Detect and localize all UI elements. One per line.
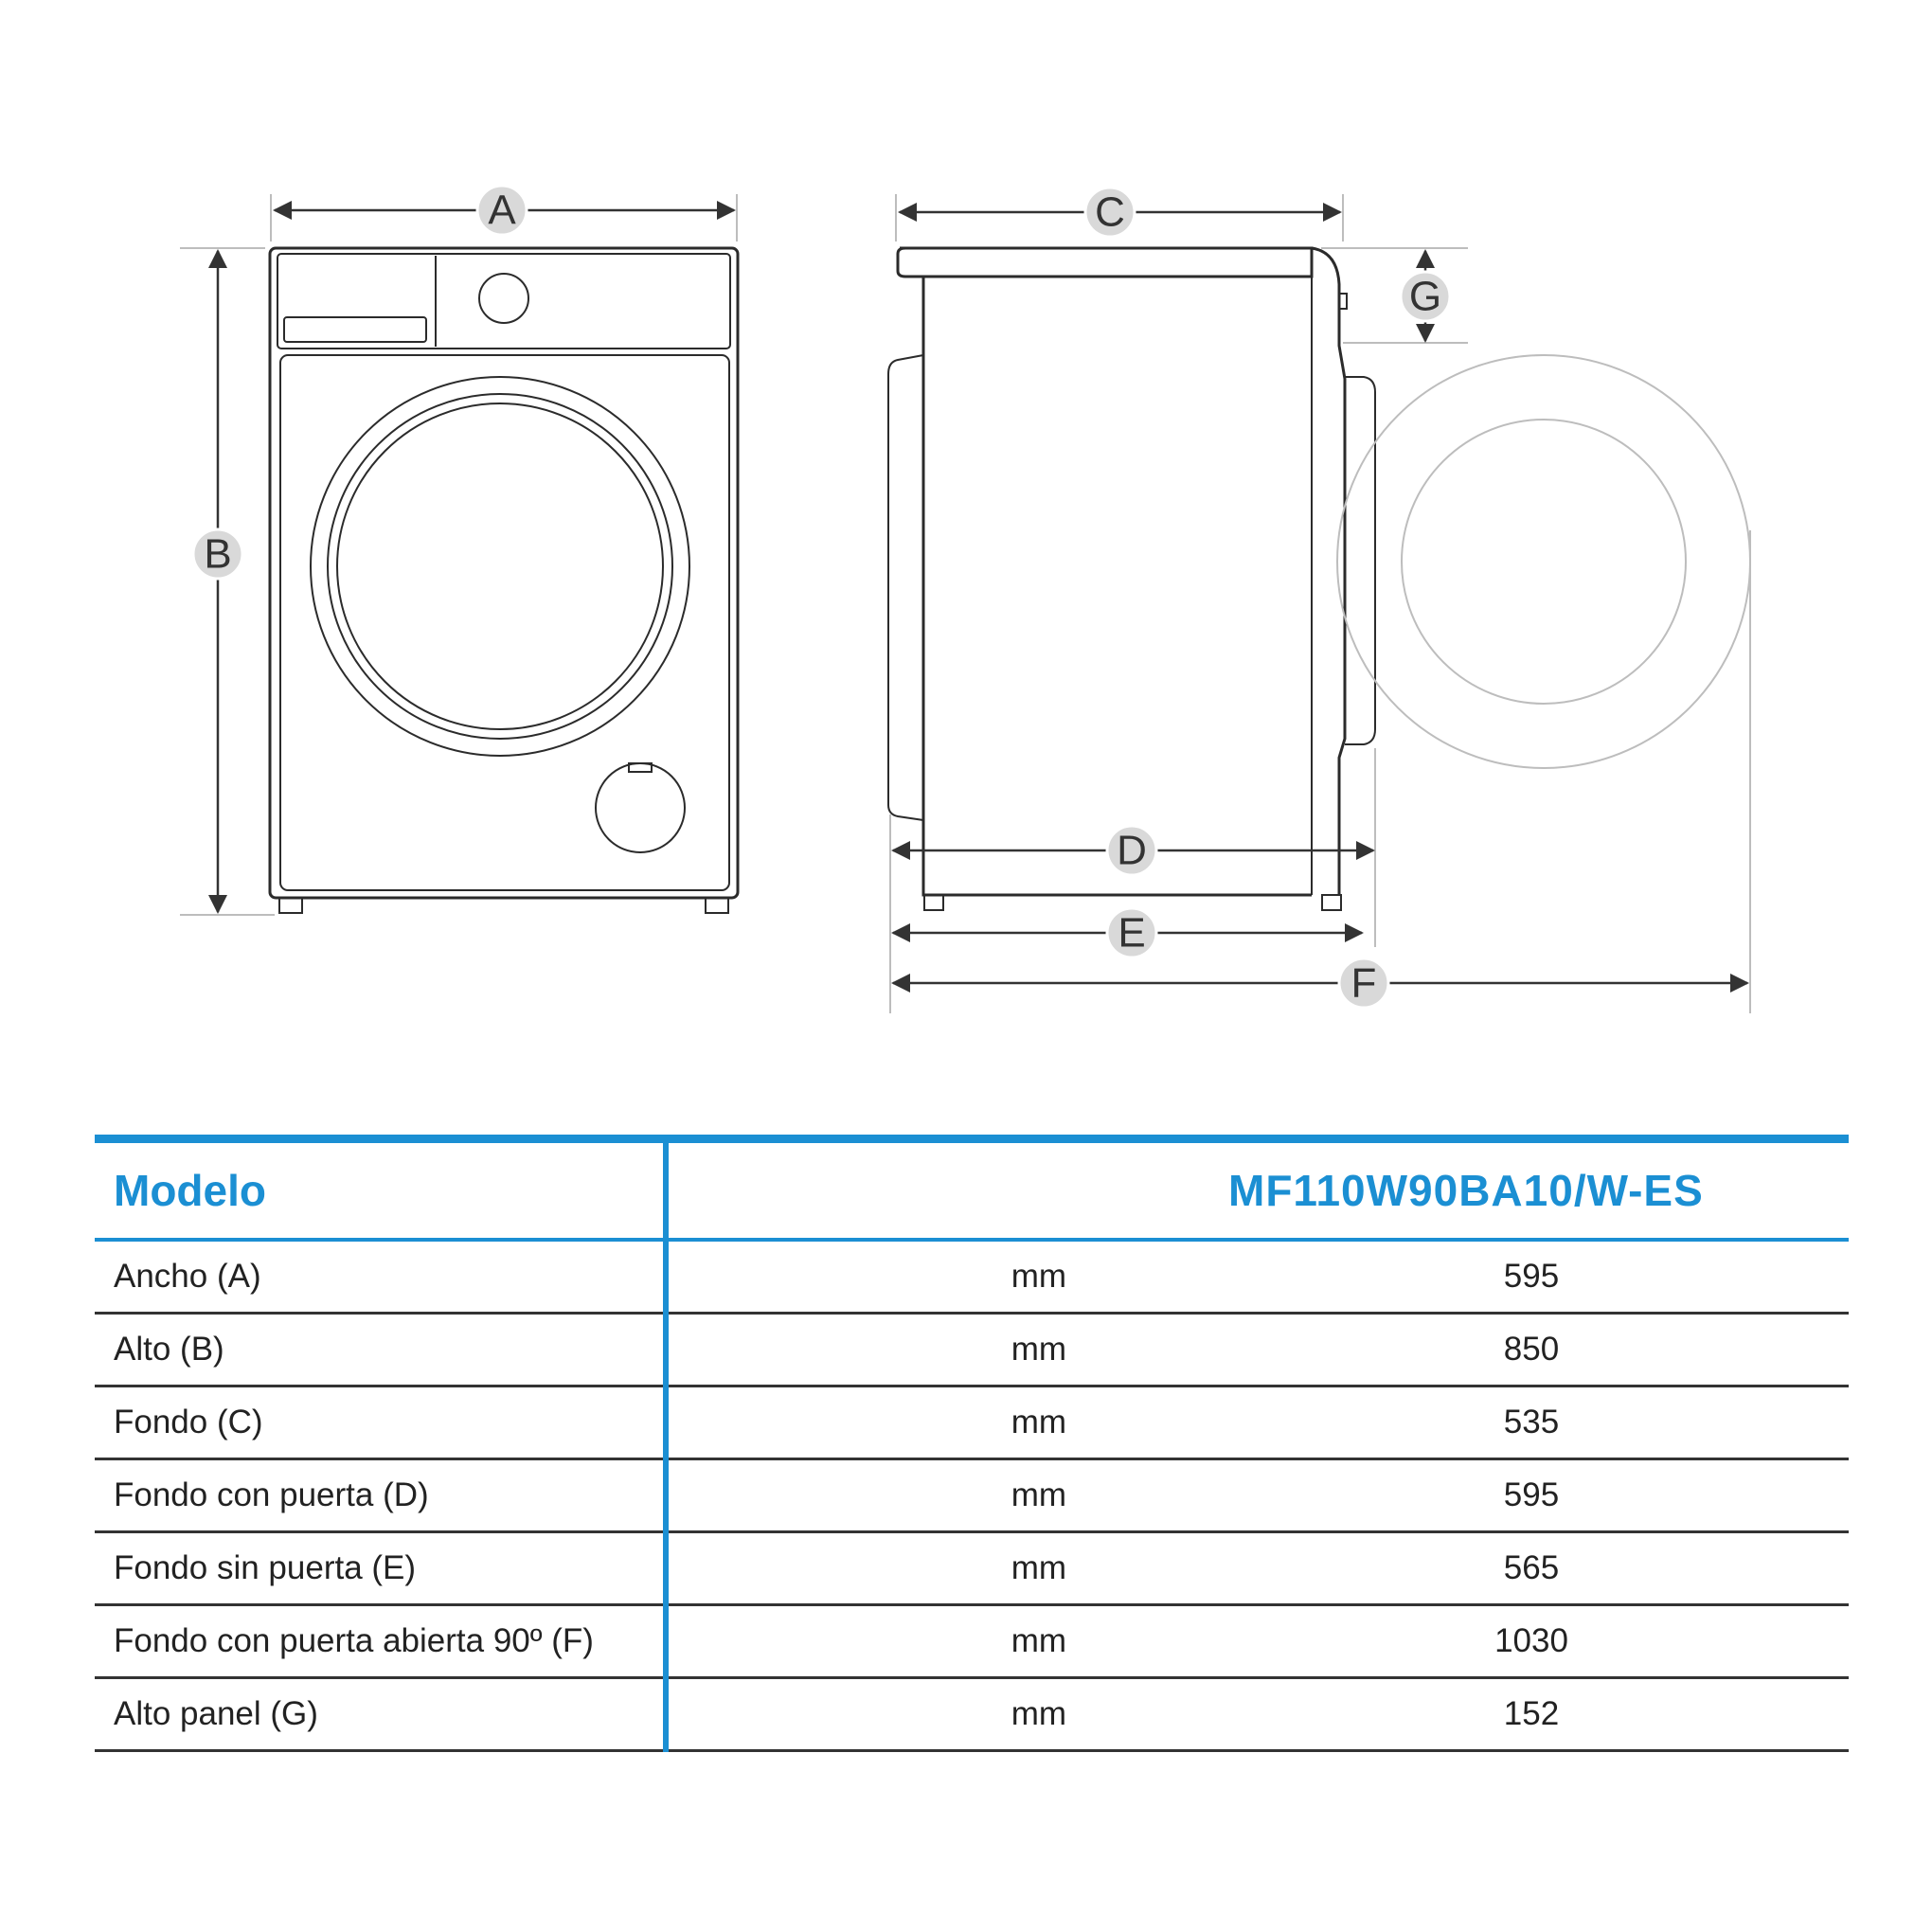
- header-model-label: Modelo: [95, 1138, 669, 1242]
- row-name: Fondo (C): [95, 1386, 669, 1460]
- table-row: Ancho (A) mm 595: [95, 1240, 1849, 1315]
- row-value: 595: [1082, 1458, 1849, 1533]
- table-row: Fondo sin puerta (E) mm 565: [95, 1531, 1849, 1606]
- open-door-glass: [1401, 419, 1687, 705]
- side-view: C G D E F: [887, 186, 1751, 1013]
- front-view: A B: [180, 184, 740, 916]
- door-glass: [336, 402, 664, 730]
- row-unit: mm: [666, 1313, 1082, 1387]
- side-front-edge: [1311, 246, 1347, 895]
- dimension-diagram: A B C: [180, 184, 1751, 1013]
- door-inner-ring: [327, 393, 673, 740]
- row-unit: mm: [666, 1458, 1082, 1533]
- front-control-panel: [277, 253, 731, 349]
- badge-a: A: [475, 184, 528, 237]
- front-foot-right: [705, 897, 729, 914]
- table-row: Alto (B) mm 850: [95, 1313, 1849, 1387]
- header-unit-cell: [666, 1138, 1082, 1242]
- door-outer-ring: [310, 376, 690, 757]
- table-row: Fondo con puerta abierta 90º (F) mm 1030: [95, 1604, 1849, 1679]
- table-header-row: Modelo MF110W90BA10/W-ES: [95, 1138, 1849, 1242]
- svg-text:C: C: [1095, 189, 1125, 236]
- row-value: 565: [1082, 1531, 1849, 1606]
- table-row: Alto panel (G) mm 152: [95, 1677, 1849, 1752]
- row-name: Alto panel (G): [95, 1677, 669, 1752]
- badge-e: E: [1105, 906, 1158, 959]
- side-knob-stub: [1338, 293, 1348, 310]
- front-body-outline: [268, 246, 740, 900]
- svg-text:G: G: [1409, 274, 1441, 320]
- badge-f: F: [1337, 957, 1390, 1010]
- filter-cover: [595, 762, 686, 853]
- table-row: Fondo (C) mm 535: [95, 1386, 1849, 1460]
- row-value: 535: [1082, 1386, 1849, 1460]
- svg-text:D: D: [1117, 828, 1147, 874]
- badge-d: D: [1105, 824, 1158, 877]
- side-foot-rear: [923, 894, 944, 911]
- svg-text:E: E: [1118, 910, 1145, 957]
- badge-b: B: [191, 528, 244, 581]
- table-row: Fondo con puerta (D) mm 595: [95, 1458, 1849, 1533]
- row-unit: mm: [666, 1386, 1082, 1460]
- row-name: Ancho (A): [95, 1240, 669, 1315]
- badge-g: G: [1399, 270, 1452, 323]
- row-value: 1030: [1082, 1604, 1849, 1679]
- side-door: [1345, 376, 1376, 745]
- row-name: Fondo con puerta abierta 90º (F): [95, 1604, 669, 1679]
- program-knob: [478, 273, 529, 324]
- row-value: 152: [1082, 1677, 1849, 1752]
- row-unit: mm: [666, 1531, 1082, 1606]
- open-door-outer: [1336, 354, 1751, 769]
- side-rear-bulge: [887, 354, 924, 821]
- front-foot-left: [278, 897, 303, 914]
- detergent-drawer: [283, 316, 427, 343]
- filter-tab: [628, 762, 653, 773]
- row-value: 595: [1082, 1240, 1849, 1315]
- svg-text:A: A: [488, 188, 516, 234]
- side-body: [921, 277, 1312, 897]
- row-unit: mm: [666, 1240, 1082, 1315]
- dimensions-table: Modelo MF110W90BA10/W-ES Ancho (A) mm 59…: [95, 1135, 1849, 1752]
- svg-text:B: B: [204, 531, 231, 578]
- svg-text:F: F: [1351, 960, 1377, 1007]
- row-name: Fondo con puerta (D): [95, 1458, 669, 1533]
- header-model-name: MF110W90BA10/W-ES: [1082, 1138, 1849, 1242]
- row-unit: mm: [666, 1604, 1082, 1679]
- side-foot-front: [1321, 894, 1342, 911]
- row-name: Alto (B): [95, 1313, 669, 1387]
- row-unit: mm: [666, 1677, 1082, 1752]
- side-top-lid: [896, 246, 1314, 278]
- row-name: Fondo sin puerta (E): [95, 1531, 669, 1606]
- row-value: 850: [1082, 1313, 1849, 1387]
- badge-c: C: [1083, 186, 1136, 239]
- front-panel-lower: [279, 354, 730, 891]
